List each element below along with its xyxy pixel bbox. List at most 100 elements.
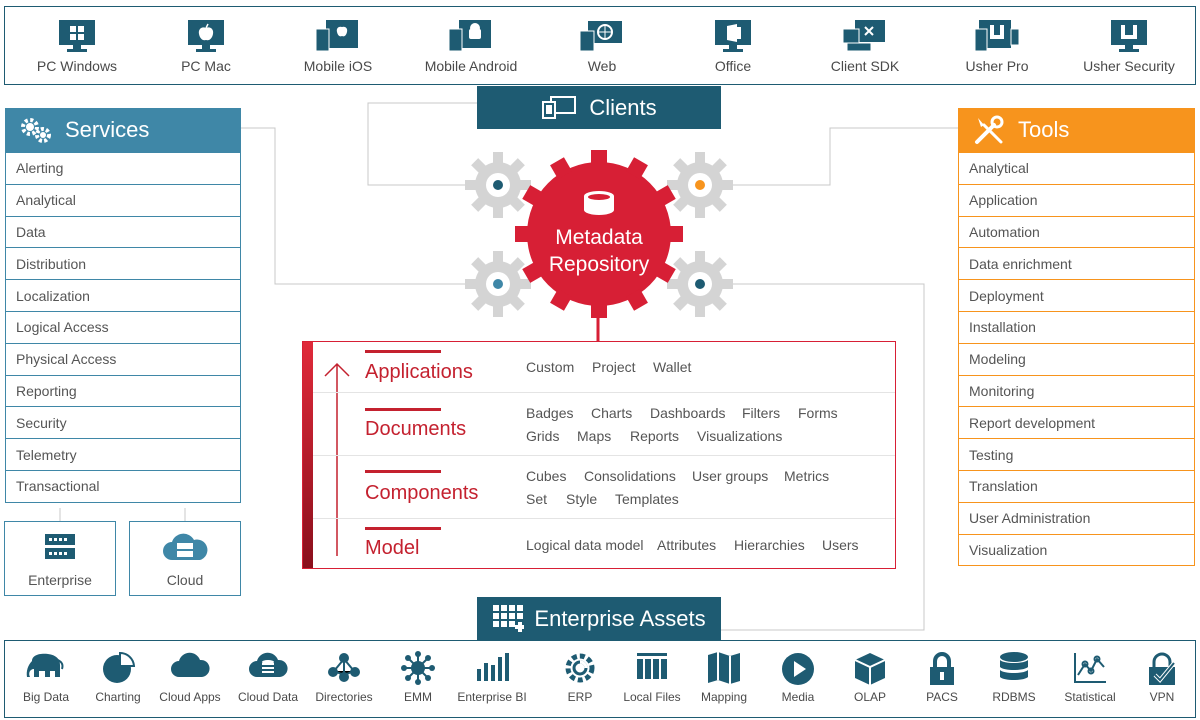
metadata-repository-gear: Metadata Repository [515,150,683,318]
tag: Set [526,491,548,507]
directory-tree-icon [326,651,362,688]
cloud-icon [170,651,210,686]
gear-services-icon [465,251,531,317]
clients-header: Clients [477,86,721,129]
tag: Metrics [784,468,830,484]
elephant-icon [26,651,66,688]
asset-label: OLAP [853,690,886,704]
documents-bar [365,408,441,411]
platform-label: PC Mac [181,58,231,74]
database-icon [584,191,614,215]
tag: Wallet [653,359,692,375]
office-monitor-icon [709,19,757,58]
list-item: Report development [959,406,1194,439]
tag: Charts [591,405,633,421]
cube-icon [852,651,888,692]
tag: Badges [526,405,574,421]
layer-gradient-bar [303,342,313,568]
asset-label: Enterprise BI [457,690,527,704]
enterprise-label: Enterprise [28,572,92,588]
asset-label: Local Files [623,690,681,704]
tag: Hierarchies [734,537,805,553]
tag: Users [822,537,859,553]
apple-monitor-icon [182,19,230,58]
platform-usher-pro: Usher Pro [933,7,1061,86]
asset-label: Cloud Apps [159,690,221,704]
enterprise-assets-title: Enterprise Assets [534,605,706,631]
asset-label: Mapping [700,690,748,704]
asset-label: Big Data [22,690,70,704]
vpn-shield-icon [1144,651,1180,692]
web-devices-icon [578,19,626,58]
platform-mobile-android: Mobile Android [407,7,535,86]
asset-emm: EMM [381,641,455,719]
android-devices-icon [447,19,495,58]
gear-clients-icon [465,152,531,218]
asset-label: Media [781,690,815,704]
layer-applications: Applications [365,361,473,383]
asset-rdbms: RDBMS [977,641,1051,719]
usher-pro-icon [973,19,1021,58]
emm-hub-icon [400,651,436,690]
list-item: Data enrichment [959,247,1194,280]
tag: Logical data model [526,537,644,553]
list-item: Deployment [959,279,1194,311]
asset-directories: Directories [307,641,381,719]
hub-label-line1: Metadata [555,226,643,249]
asset-label: Directories [315,690,373,704]
pie-chart-icon [100,651,136,690]
platform-web: Web [538,7,666,86]
cloud-database-icon [248,651,288,686]
list-item: Application [959,183,1194,216]
asset-mapping: Mapping [687,641,761,719]
grid-plus-icon [493,604,525,632]
list-item: Translation [959,469,1194,502]
list-item: Telemetry [6,438,240,470]
list-item: Transactional [6,469,240,502]
tools-header: Tools [958,108,1195,152]
database-icon [998,651,1030,692]
row-divider [313,518,895,519]
tag: Style [566,491,598,507]
tag: Forms [798,405,838,421]
asset-erp: ERP [543,641,617,719]
gear-assets-icon [667,251,733,317]
tools-title: Tools [1018,117,1070,142]
tag: Attributes [657,537,717,553]
list-item: Automation [959,215,1194,248]
sdk-devices-icon [841,19,889,58]
list-item: User Administration [959,501,1194,534]
list-item: Modeling [959,342,1194,375]
erp-gear-icon [563,651,597,690]
list-item: Alerting [6,152,240,184]
tag: Custom [526,359,575,375]
asset-label: Statistical [1064,690,1116,704]
row-divider [313,455,895,456]
devices-icon [542,95,577,119]
list-item: Security [6,406,240,439]
list-item: Visualization [959,533,1194,566]
layer-components: Components [365,482,479,504]
gear-tools-icon [667,152,733,218]
map-icon [706,651,742,690]
platform-label: Client SDK [830,58,900,74]
components-bar [365,470,441,473]
asset-cloud-data: Cloud Data [231,641,305,719]
asset-label: RDBMS [992,690,1036,704]
bar-chart-icon [474,651,510,688]
row-divider [313,392,895,393]
metadata-layers-panel: Applications Custom Project Wallet Docum… [302,341,896,569]
cloud-server-icon [163,533,208,560]
play-icon [780,651,816,692]
tag: Visualizations [697,428,783,444]
platform-label: PC Windows [36,58,118,74]
asset-vpn: VPN [1125,641,1199,719]
list-item: Logical Access [6,310,240,343]
cloud-box: Cloud [129,521,241,596]
platform-label: Web [587,58,617,74]
tag: User groups [692,468,769,484]
tag: Cubes [526,468,567,484]
tag: Project [592,359,636,375]
asset-enterprise-bi: Enterprise BI [455,641,529,719]
